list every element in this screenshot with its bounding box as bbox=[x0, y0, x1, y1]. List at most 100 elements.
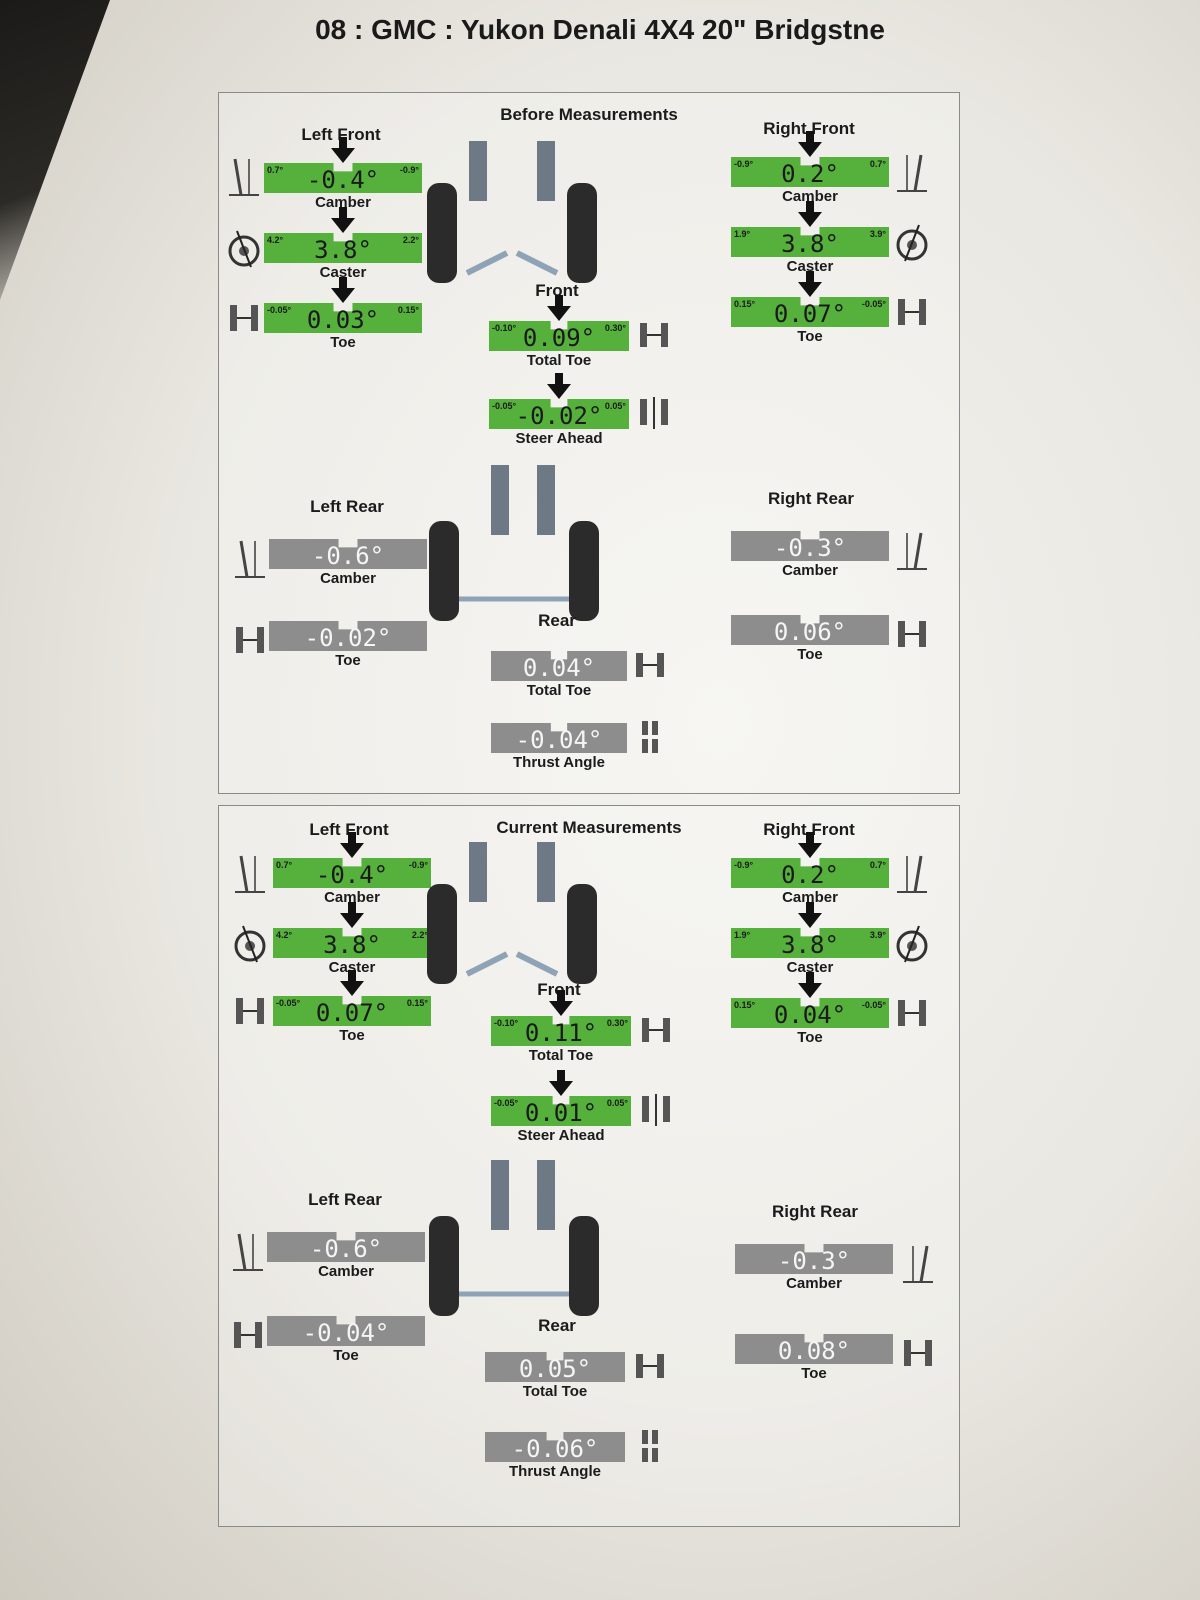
left-rear-title: Left Rear bbox=[267, 497, 427, 517]
right-rear-camber-gauge: -0.3° Camber bbox=[731, 521, 889, 565]
left-front-caster-gauge: 4.2° 2.2° 3.8° Caster bbox=[264, 223, 422, 267]
down-arrow-icon bbox=[340, 832, 364, 858]
caster-value: 3.8° bbox=[264, 238, 422, 262]
rear-label: Rear bbox=[477, 611, 637, 631]
toe-value: 0.07° bbox=[731, 302, 889, 326]
steer-ahead-label: Steer Ahead bbox=[489, 430, 629, 447]
caster-value: 3.8° bbox=[731, 933, 889, 957]
down-arrow-icon bbox=[331, 137, 355, 163]
current-measurements-panel: Current Measurements Left Front 0.7° -0.… bbox=[218, 805, 960, 1527]
left-rear-camber-gauge: -0.6° Camber bbox=[269, 529, 427, 573]
down-arrow-icon bbox=[798, 902, 822, 928]
down-arrow-icon bbox=[798, 972, 822, 998]
down-arrow-icon bbox=[547, 373, 571, 399]
camber-icon bbox=[233, 854, 267, 894]
toe-icon bbox=[233, 621, 267, 661]
toe-value: 0.08° bbox=[735, 1339, 893, 1363]
right-front-toe-gauge: 0.15° -0.05° 0.04° Toe bbox=[731, 988, 889, 1032]
camber-value: -0.6° bbox=[269, 544, 427, 568]
camber-value: 0.2° bbox=[731, 162, 889, 186]
camber-icon bbox=[231, 1232, 265, 1272]
total-toe-label: Total Toe bbox=[491, 682, 627, 699]
right-rear-toe-gauge: 0.08° Toe bbox=[735, 1324, 893, 1368]
front-steer-ahead-gauge: -0.05° 0.05° -0.02° Steer Ahead bbox=[489, 389, 629, 433]
camber-icon bbox=[895, 531, 929, 571]
front-total-toe-gauge: -0.10° 0.30° 0.09° Total Toe bbox=[489, 311, 629, 355]
thrust-angle-label: Thrust Angle bbox=[491, 754, 627, 771]
right-rear-title: Right Rear bbox=[735, 1202, 895, 1222]
down-arrow-icon bbox=[798, 832, 822, 858]
toe-icon bbox=[895, 615, 929, 655]
camber-icon bbox=[901, 1244, 935, 1284]
total-toe-icon bbox=[637, 315, 671, 355]
caster-icon bbox=[895, 924, 929, 964]
caster-icon bbox=[233, 924, 267, 964]
toe-label: Toe bbox=[731, 328, 889, 345]
right-rear-toe-gauge: 0.06° Toe bbox=[731, 605, 889, 649]
left-front-toe-gauge: -0.05° 0.15° 0.03° Toe bbox=[264, 293, 422, 337]
down-arrow-icon bbox=[340, 902, 364, 928]
right-rear-camber-gauge: -0.3° Camber bbox=[735, 1234, 893, 1278]
left-rear-camber-gauge: -0.6° Camber bbox=[267, 1222, 425, 1266]
toe-value: -0.02° bbox=[269, 626, 427, 650]
thrust-angle-label: Thrust Angle bbox=[485, 1463, 625, 1480]
toe-label: Toe bbox=[264, 334, 422, 351]
camber-value: 0.2° bbox=[731, 863, 889, 887]
thrust-angle-icon bbox=[633, 717, 667, 757]
caster-icon bbox=[895, 223, 929, 263]
down-arrow-icon bbox=[798, 131, 822, 157]
toe-value: 0.06° bbox=[731, 620, 889, 644]
left-front-toe-gauge: -0.05° 0.15° 0.07° Toe bbox=[273, 986, 431, 1030]
down-arrow-icon bbox=[798, 271, 822, 297]
thrust-angle-value: -0.04° bbox=[491, 728, 627, 752]
thrust-angle-icon bbox=[633, 1426, 667, 1466]
toe-label: Toe bbox=[267, 1347, 425, 1364]
down-arrow-icon bbox=[331, 207, 355, 233]
rear-total-toe-gauge: 0.05° Total Toe bbox=[485, 1342, 625, 1386]
left-rear-toe-gauge: -0.04° Toe bbox=[267, 1306, 425, 1350]
thrust-angle-value: -0.06° bbox=[485, 1437, 625, 1461]
camber-label: Camber bbox=[269, 570, 427, 587]
document-title: 08 : GMC : Yukon Denali 4X4 20" Bridgstn… bbox=[0, 14, 1200, 46]
caster-icon bbox=[227, 229, 261, 269]
toe-icon bbox=[233, 992, 267, 1032]
toe-label: Toe bbox=[731, 1029, 889, 1046]
front-steer-ahead-gauge: -0.05° 0.05° 0.01° Steer Ahead bbox=[491, 1086, 631, 1130]
camber-value: -0.3° bbox=[731, 536, 889, 560]
toe-value: 0.03° bbox=[264, 308, 422, 332]
steer-ahead-label: Steer Ahead bbox=[491, 1127, 631, 1144]
camber-icon bbox=[227, 157, 261, 197]
steer-ahead-value: 0.01° bbox=[491, 1101, 631, 1125]
rear-thrust-angle-gauge: -0.04° Thrust Angle bbox=[491, 713, 627, 757]
front-total-toe-gauge: -0.10° 0.30° 0.11° Total Toe bbox=[491, 1006, 631, 1050]
toe-icon bbox=[901, 1334, 935, 1374]
toe-icon bbox=[895, 293, 929, 333]
right-front-toe-gauge: 0.15° -0.05° 0.07° Toe bbox=[731, 287, 889, 331]
right-front-caster-gauge: 1.9° 3.9° 3.8° Caster bbox=[731, 918, 889, 962]
rear-thrust-angle-gauge: -0.06° Thrust Angle bbox=[485, 1422, 625, 1466]
left-front-camber-gauge: 0.7° -0.9° -0.4° Camber bbox=[273, 848, 431, 892]
toe-label: Toe bbox=[735, 1365, 893, 1382]
toe-value: -0.04° bbox=[267, 1321, 425, 1345]
camber-value: -0.4° bbox=[264, 168, 422, 192]
total-toe-icon bbox=[633, 645, 667, 685]
down-arrow-icon bbox=[547, 295, 571, 321]
toe-icon bbox=[895, 994, 929, 1034]
total-toe-label: Total Toe bbox=[491, 1047, 631, 1064]
left-rear-title: Left Rear bbox=[265, 1190, 425, 1210]
right-front-camber-gauge: -0.9° 0.7° 0.2° Camber bbox=[731, 147, 889, 191]
toe-value: 0.07° bbox=[273, 1001, 431, 1025]
camber-label: Camber bbox=[267, 1263, 425, 1280]
toe-label: Toe bbox=[731, 646, 889, 663]
down-arrow-icon bbox=[549, 1070, 573, 1096]
left-front-caster-gauge: 4.2° 2.2° 3.8° Caster bbox=[273, 918, 431, 962]
camber-label: Camber bbox=[735, 1275, 893, 1292]
total-toe-value: 0.04° bbox=[491, 656, 627, 680]
down-arrow-icon bbox=[340, 970, 364, 996]
caster-value: 3.8° bbox=[273, 933, 431, 957]
total-toe-label: Total Toe bbox=[485, 1383, 625, 1400]
toe-value: 0.04° bbox=[731, 1003, 889, 1027]
camber-value: -0.3° bbox=[735, 1249, 893, 1273]
camber-icon bbox=[233, 539, 267, 579]
camber-label: Camber bbox=[731, 562, 889, 579]
